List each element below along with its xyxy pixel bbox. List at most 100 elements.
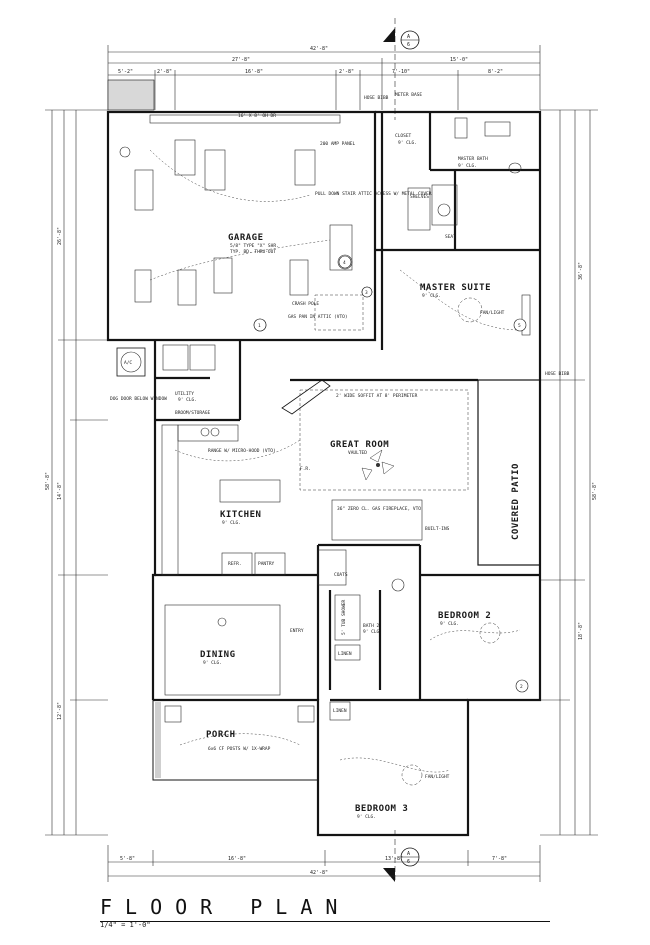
garage-door-header-note: 16' X 8' OH DR [238,113,276,119]
dim-top-seg1: 5'-2" [118,69,133,75]
gas-pan-note: GAS PAN IN ATTIC (VTO) [288,314,348,320]
dim-left-seg3: 12'-8" [57,702,63,720]
dim-right-seg2: 18'-8" [578,622,584,640]
dim-bottom-seg2: 16'-8" [228,856,246,862]
range-note: RANGE W/ MICRO-HOOD (VTO) [208,448,276,454]
coats-label: COATS [334,572,348,578]
linen-label-bath: LINEN [338,651,352,657]
porch-post-note: 6x6 CF POSTS W/ 1X-WRAP [208,746,271,752]
great-room-name: GREAT ROOM [330,440,389,450]
master-suite-details: MASTER SUITE 9' CLG. FAN/LIGHT [399,269,531,336]
dim-top-seg5: 7'-10" [392,69,410,75]
dining-details: DINING 9' CLG. [164,604,281,696]
dim-right-seg1: 36'-8" [578,262,584,280]
pull-down-stair-note: PULL DOWN STAIR ATTIC ACCESS W/ METAL CO… [315,191,432,197]
plan-scale: 1/4" = 1'-0" [100,921,151,929]
dog-door-note: DOG DOOR BELOW WINDOW [110,396,167,402]
great-room-details: GREAT ROOM VAULTED 2' WIDE SOFFIT AT 8' … [281,379,469,541]
dim-bottom-seg4: 7'-8" [492,856,507,862]
bedroom3-fan-light: FAN/LIGHT [425,774,450,780]
section-number-top: 6 [407,42,410,48]
dim-top-seg6: 8'-2" [488,69,503,75]
closet-room-name: CLOSET [395,133,412,139]
dim-top-seg2: 2'-8" [157,69,172,75]
dim-top-overall: 42'-8" [310,46,328,52]
fireplace-note: 36" ZERO CL. GAS FIREPLACE, VTO [337,506,421,512]
kitchen-details: KITCHEN 9' CLG. RANGE W/ MICRO-HOOD (VTO… [161,424,301,576]
dim-left-overall: 58'-8" [45,472,51,490]
dim-top-seg3: 16'-8" [245,69,263,75]
garage-note-board: TYP. BD. THRU-OUT [230,249,276,255]
pantry-label: PANTRY [258,561,275,567]
bedroom3-details: BEDROOM 3 9' CLG. FAN/LIGHT [339,757,451,820]
tag-5: 5 [518,323,521,329]
crash-pole-note: CRASH POLE [292,301,319,307]
shelves-note: SHELVES [410,194,429,200]
kitchen-room-name: KITCHEN [220,510,261,520]
utility-ceiling: 9' CLG. [178,397,197,403]
dim-left-seg1: 26'-8" [57,227,63,245]
closet-ceiling: 9' CLG. [398,140,417,146]
master-suite-room-name: MASTER SUITE [420,283,491,293]
hose-bibb-top: HOSE BIBB [364,95,389,101]
porch-room-name: PORCH [206,730,236,740]
great-room-ceiling: VAULTED [348,450,367,456]
meter-base-note: METER BASE [395,92,422,98]
covered-patio-name: COVERED PATIO [511,463,521,540]
tag-2: 2 [520,684,523,690]
dining-room-name: DINING [200,650,236,660]
section-marker-top: A 6 [383,18,420,120]
dining-ceiling: 9' CLG. [203,660,222,666]
dim-top-seg4: 2'-8" [339,69,354,75]
entry-room-name: ENTRY [290,628,304,634]
bedroom2-ceiling: 9' CLG. [440,621,459,627]
vaulted-note: F.R. [300,466,311,472]
covered-patio-details: COVERED PATIO HOSE BIBB [511,371,570,540]
tag-3: 3 [365,290,368,296]
bedroom3-ceiling: 9' CLG. [357,814,376,820]
title-block: FLOOR PLAN 1/4" = 1'-0" [100,895,550,929]
bedroom2-details: BEDROOM 2 9' CLG. [429,611,521,644]
utility-room-name: UTILITY [175,391,194,397]
master-fan-light: FAN/LIGHT [480,310,505,316]
master-bath-ceiling: 9' CLG. [458,163,477,169]
kitchen-ceiling: 9' CLG. [222,520,241,526]
ac-unit-label: A/C [124,360,132,366]
bedroom3-room-name: BEDROOM 3 [355,804,408,814]
dim-top-left: 27'-8" [232,57,250,63]
built-ins-label: BUILT-INS [425,526,450,532]
right-dimensions: 58'-8" 36'-8" 18'-8" [540,109,598,836]
panel-note: 200 AMP PANEL [320,141,356,147]
tag-4: 4 [343,260,346,266]
soffit-note: 2' WIDE SOFFIT AT 8' PERIMETER [336,393,418,399]
linen-label-hall: LINEN [333,708,347,714]
tag-1: 1 [258,323,261,329]
dim-left-seg2: 14'-8" [57,482,63,500]
dim-top-right: 15'-0" [450,57,468,63]
garage-room-name: GARAGE [228,233,264,243]
section-letter-bottom: A [407,851,410,857]
bottom-dimensions: 5'-8" 16'-8" 13'-8" 7'-8" 42'-8" [107,845,541,882]
interior-walls [155,112,540,702]
keynote-tags: 1 2 3 4 5 [253,255,529,693]
porch-details: PORCH 6x6 CF POSTS W/ 1X-WRAP [164,705,315,752]
broom-storage-label: BROOM/STORAGE [175,410,211,416]
tub-shower-note: 5' TUB SHOWER [341,599,347,635]
dim-right-overall: 58'-8" [592,482,598,500]
dim-bottom-overall: 42'-8" [310,870,328,876]
dim-bottom-seg1: 5'-8" [120,856,135,862]
seat-note: SEAT [445,234,456,240]
bath2-room-name: BATH 2 [363,623,380,629]
left-dimensions: 58'-8" 26'-8" 14'-8" 12'-8" [45,109,108,836]
top-dimensions: 42'-8" 27'-8" 15'-0" 5'-2" 2'-8" 16'-8" … [107,45,541,110]
utility-details: A/C UTILITY 9' CLG. BROOM/STORAGE DOG DO… [110,344,216,416]
master-bath-details: CLOSET 9' CLG. MASTER BATH 9' CLG. SHELV… [364,92,522,240]
title-underline [100,921,550,922]
dim-bottom-seg3: 13'-8" [385,856,403,862]
section-letter-top: A [407,34,410,40]
entry-bath-details: ENTRY COATS BATH 2 9' CLG. LINEN LINEN 5… [290,549,405,721]
bedroom2-room-name: BEDROOM 2 [438,611,491,621]
master-bath-room-name: MASTER BATH [458,156,488,162]
master-suite-ceiling: 9' CLG. [422,293,441,299]
